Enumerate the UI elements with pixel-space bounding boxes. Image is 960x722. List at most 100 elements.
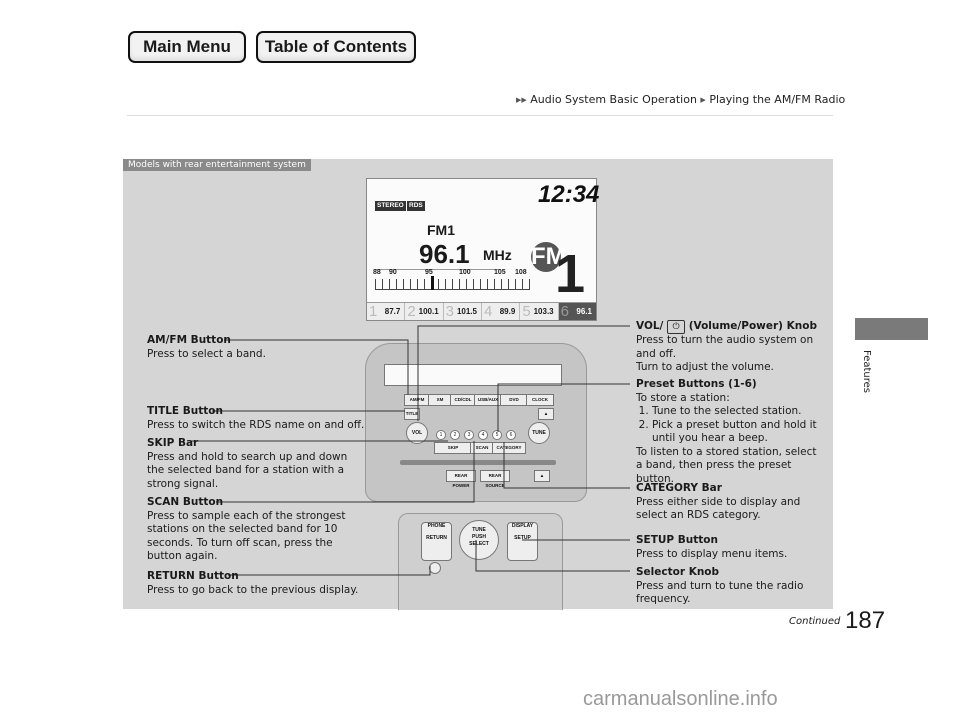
preset-callout-intro: To store a station:	[636, 391, 730, 404]
vol-callout-body1: Press to turn the audio system on and of…	[636, 334, 814, 360]
category-bar[interactable]: CATEGORY	[492, 442, 526, 454]
frequency-scale	[375, 279, 530, 290]
selector-knob[interactable]: TUNE PUSH SELECT	[459, 520, 499, 560]
breadcrumb-part1[interactable]: Audio System Basic Operation	[530, 93, 697, 106]
return-callout: RETURN Button Press to go back to the pr…	[147, 570, 362, 597]
phone-button[interactable]: PHONE RETURN	[421, 522, 452, 561]
title-callout: TITLE Button Press to switch the RDS nam…	[147, 405, 367, 432]
side-tab[interactable]	[855, 318, 928, 340]
fm-logo-number: 1	[555, 244, 586, 304]
breadcrumb: ▶▶ Audio System Basic Operation ▶ Playin…	[516, 93, 845, 106]
title-callout-title: TITLE Button	[147, 405, 223, 417]
title-callout-body: Press to switch the RDS name on and off.	[147, 418, 365, 431]
leader-line-return	[228, 566, 431, 576]
table-of-contents-button[interactable]: Table of Contents	[256, 31, 416, 63]
dvd-button[interactable]: DVD	[500, 394, 528, 406]
eject-button[interactable]: ▲	[538, 408, 554, 420]
preset-slot-frequency: 89.9	[499, 307, 516, 316]
leader-line-vol	[417, 325, 630, 421]
title-button[interactable]: TITLE	[404, 408, 420, 420]
selector-tune-label: TUNE	[472, 527, 486, 533]
rear-source-button[interactable]: REAR SOURCE	[480, 470, 510, 488]
preset-button-2[interactable]: 2	[450, 430, 460, 440]
leader-line-am-fm	[224, 339, 409, 395]
rear-power-button[interactable]: REAR POWER	[446, 470, 476, 488]
category-callout-body: Press either side to display and select …	[636, 495, 801, 522]
fm-logo-letters: FM	[531, 242, 566, 272]
rear-eject-button[interactable]: ▲	[534, 470, 550, 482]
setup-callout-title: SETUP Button	[636, 534, 718, 546]
scale-tick: 108	[515, 269, 527, 276]
preset-button-5[interactable]: 5	[492, 430, 502, 440]
selector-push-label: PUSH	[472, 534, 486, 540]
cd-button[interactable]: CD/CDL	[450, 394, 476, 406]
leader-line-category	[503, 442, 630, 489]
vol-callout-title-b: (Volume/Power) Knob	[688, 320, 817, 332]
scale-tick: 90	[389, 269, 397, 276]
preset-callout-title: Preset Buttons (1-6)	[636, 378, 757, 390]
disc-slot	[400, 460, 556, 465]
volume-power-knob[interactable]: VOL	[406, 422, 428, 444]
frequency-needle	[431, 276, 434, 290]
preset-button-4[interactable]: 4	[478, 430, 488, 440]
category-callout-title: CATEGORY Bar	[636, 482, 722, 494]
preset-button-1[interactable]: 1	[436, 430, 446, 440]
clock-button[interactable]: CLOCK	[526, 394, 554, 406]
am-fm-callout: AM/FM Button Press to select a band.	[147, 334, 357, 361]
preset-slot-frequency: 96.1	[576, 307, 592, 316]
phone-button-label: PHONE	[427, 523, 446, 529]
frequency-unit: MHz	[483, 247, 512, 263]
usb-aux-button[interactable]: USB/AUX	[474, 394, 502, 406]
preset-callout-step: Tune to the selected station.	[652, 405, 826, 419]
breadcrumb-arrow-icon: ▶▶	[516, 96, 527, 104]
am-fm-callout-body: Press to select a band.	[147, 347, 266, 360]
category-callout: CATEGORY Bar Press either side to displa…	[636, 482, 821, 523]
setup-button-label: SETUP	[514, 535, 531, 541]
frequency-readout: 96.1	[419, 239, 470, 269]
return-button-label: RETURN	[426, 535, 447, 541]
breadcrumb-part2[interactable]: Playing the AM/FM Radio	[709, 93, 846, 106]
preset-slot-frequency: 100.1	[418, 307, 439, 316]
vol-callout-title-a: VOL/	[636, 320, 664, 332]
main-menu-button[interactable]: Main Menu	[128, 31, 246, 63]
return-callout-title: RETURN Button	[147, 570, 239, 582]
preset-slot-number: 3	[445, 303, 454, 320]
am-fm-button[interactable]: AM/FM	[404, 394, 430, 406]
setup-callout: SETUP Button Press to display menu items…	[636, 534, 821, 561]
frequency-underline	[375, 269, 500, 270]
model-tag: Models with rear entertainment system	[123, 159, 311, 171]
radio-display-screen: 12:34 STEREO RDS FM1 96.1 MHz FM 1 88 90…	[366, 178, 599, 321]
preset-callout-outro: To listen to a stored station, select a …	[636, 445, 817, 485]
vol-callout: VOL/ ⏻ (Volume/Power) Knob Press to turn…	[636, 320, 821, 375]
preset-slot-frequency: 103.3	[533, 307, 554, 316]
rds-badge: RDS	[407, 201, 425, 211]
preset-slot-number: 4	[483, 303, 493, 320]
continued-label: Continued	[789, 616, 841, 627]
header-divider	[127, 115, 833, 116]
tune-knob[interactable]: TUNE	[528, 422, 550, 444]
preset-button-3[interactable]: 3	[464, 430, 474, 440]
preset-slot-frequency: 87.7	[384, 307, 401, 316]
preset-slot-frequency: 101.5	[456, 307, 477, 316]
am-fm-callout-title: AM/FM Button	[147, 334, 231, 346]
skip-callout-body: Press and hold to search up and down the…	[147, 450, 348, 490]
leader-line-scan	[216, 441, 475, 503]
scan-callout: SCAN Button Press to sample each of the …	[147, 496, 347, 564]
audio-head-unit: AM/FM XM CD/CDL USB/AUX DVD CLOCK TITLE …	[365, 343, 587, 502]
preset-button-6[interactable]: 6	[506, 430, 516, 440]
band-readout: FM1	[427, 222, 455, 238]
selector-callout-title: Selector Knob	[636, 566, 720, 578]
scan-callout-body: Press to sample each of the strongest st…	[147, 509, 346, 563]
power-icon: ⏻	[667, 320, 686, 334]
scale-tick: 88	[373, 269, 381, 276]
scale-tick: 105	[494, 269, 506, 276]
scan-callout-title: SCAN Button	[147, 496, 224, 508]
